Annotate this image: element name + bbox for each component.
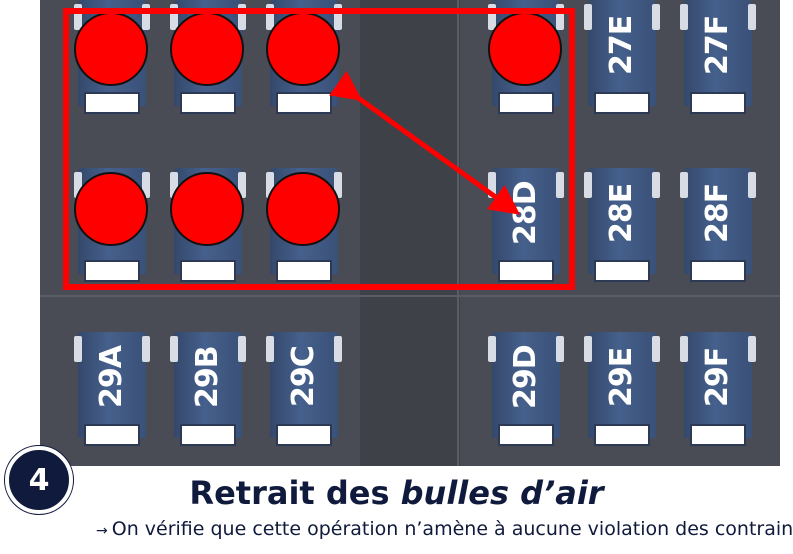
seat-29B[interactable]: 29B <box>170 332 246 448</box>
title-emphasis: bulles d’air <box>400 474 604 512</box>
seat-27E[interactable]: 27E <box>584 0 660 116</box>
seat-29D[interactable]: 29D <box>488 332 564 448</box>
seat-map: 27E 27F 28D 28E 28F 29A 29B 29C 29D 29E … <box>63 0 756 448</box>
subtitle-text: On vérifie que cette opération n’amène à… <box>111 518 793 540</box>
seat-28F[interactable]: 28F <box>680 168 756 284</box>
seat-29F[interactable]: 29F <box>680 332 756 448</box>
seat-28E[interactable]: 28E <box>584 168 660 284</box>
occupied-marker <box>74 172 148 246</box>
seat-27F[interactable]: 27F <box>680 0 756 116</box>
occupied-marker <box>170 172 244 246</box>
occupied-marker <box>170 12 244 86</box>
seat-29A[interactable]: 29A <box>74 332 150 448</box>
page-title: Retrait des bulles d’air <box>0 474 793 512</box>
seat-29E[interactable]: 29E <box>584 332 660 448</box>
occupied-marker <box>266 12 340 86</box>
step-badge: 4 <box>5 446 73 514</box>
selection-box <box>63 8 575 290</box>
seat-29C[interactable]: 29C <box>266 332 342 448</box>
arrow-icon: → <box>96 523 108 539</box>
occupied-marker <box>74 12 148 86</box>
swap-arrow-icon <box>329 71 521 215</box>
title-main: Retrait des <box>189 474 401 512</box>
subtitle: →On vérifie que cette opération n’amène … <box>96 518 793 540</box>
